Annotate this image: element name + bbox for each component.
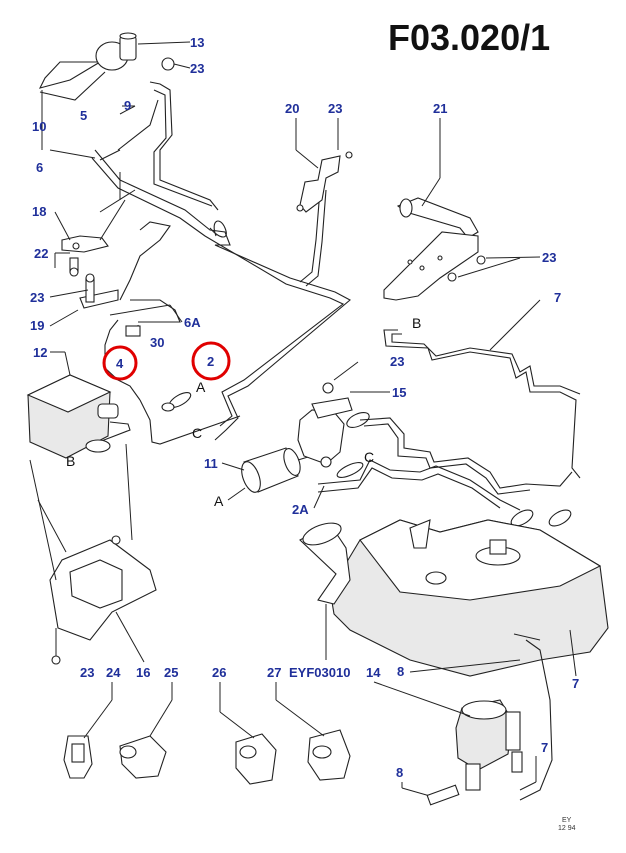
- clip-27: [307, 729, 351, 781]
- charcoal-canister-12: [26, 374, 131, 459]
- fuel-tank: [299, 519, 609, 677]
- connector-letter-b: B: [412, 315, 421, 331]
- callout-23: 23: [190, 61, 204, 76]
- callout-23: 23: [390, 354, 404, 369]
- connector-letter-c: C: [192, 425, 202, 441]
- stamp-line-1: EY: [562, 817, 572, 824]
- callout-23: 23: [542, 250, 556, 265]
- highlight-circle-2: [191, 341, 231, 381]
- callout-2a: 2A: [292, 502, 309, 517]
- callout-eyf03010: EYF03010: [289, 665, 350, 680]
- clip-30: [125, 325, 141, 337]
- callout-13: 13: [190, 35, 204, 50]
- connector-letter-c: C: [364, 449, 374, 465]
- callout-2: 2: [207, 354, 214, 369]
- connector-letter-b: B: [66, 453, 75, 469]
- callout-19: 19: [30, 318, 44, 333]
- callout-7: 7: [541, 740, 548, 755]
- hose-end-right: [548, 509, 572, 527]
- callout-5: 5: [80, 108, 87, 123]
- callout-18: 18: [32, 204, 46, 219]
- callout-22: 22: [34, 246, 48, 261]
- bracket-21: [383, 197, 486, 301]
- callout-10: 10: [32, 119, 46, 134]
- callout-23: 23: [328, 101, 342, 116]
- stamp-line-2: 12 94: [558, 825, 576, 832]
- callout-6a: 6A: [184, 315, 201, 330]
- callout-14: 14: [366, 665, 381, 680]
- pump-outlet-pipe: [519, 639, 553, 801]
- clip-26: [235, 733, 277, 785]
- bracket-18: [61, 235, 109, 277]
- fuel-pipe-bundle: [91, 149, 351, 445]
- callout-26: 26: [212, 665, 226, 680]
- diagram-code: F03.020/1: [388, 17, 550, 58]
- hose-8: [426, 784, 460, 806]
- clip-25: [119, 735, 167, 779]
- callout-6: 6: [36, 160, 43, 175]
- callout-21: 21: [433, 101, 447, 116]
- relay-bracket-16: [49, 535, 157, 665]
- callout-30: 30: [150, 335, 164, 350]
- connector-letter-a: A: [214, 493, 224, 509]
- highlight-circle-4: [102, 345, 138, 381]
- filter-bracket-15: [297, 382, 370, 479]
- callout-16: 16: [136, 665, 150, 680]
- connector-letter-a: A: [196, 379, 206, 395]
- callout-15: 15: [392, 385, 406, 400]
- callout-11: 11: [204, 456, 218, 471]
- callout-27: 27: [267, 665, 281, 680]
- callout-23: 23: [30, 290, 44, 305]
- callout-9: 9: [124, 98, 131, 113]
- callout-23: 23: [80, 665, 94, 680]
- fuel-pipe-7: [317, 329, 581, 511]
- callout-25: 25: [164, 665, 178, 680]
- connector-a-tube: [161, 392, 192, 412]
- purge-valve-assembly: [38, 32, 219, 211]
- clip-24: [63, 735, 93, 779]
- callout-4: 4: [116, 356, 124, 371]
- callout-8: 8: [397, 664, 404, 679]
- callout-7: 7: [572, 676, 579, 691]
- callout-7: 7: [554, 290, 561, 305]
- callout-12: 12: [33, 345, 47, 360]
- bracket-19: [79, 273, 119, 309]
- callout-24: 24: [106, 665, 121, 680]
- callout-8: 8: [396, 765, 403, 780]
- bracket-20: [296, 151, 353, 213]
- callout-20: 20: [285, 101, 299, 116]
- fuel-pump-14: [455, 699, 523, 791]
